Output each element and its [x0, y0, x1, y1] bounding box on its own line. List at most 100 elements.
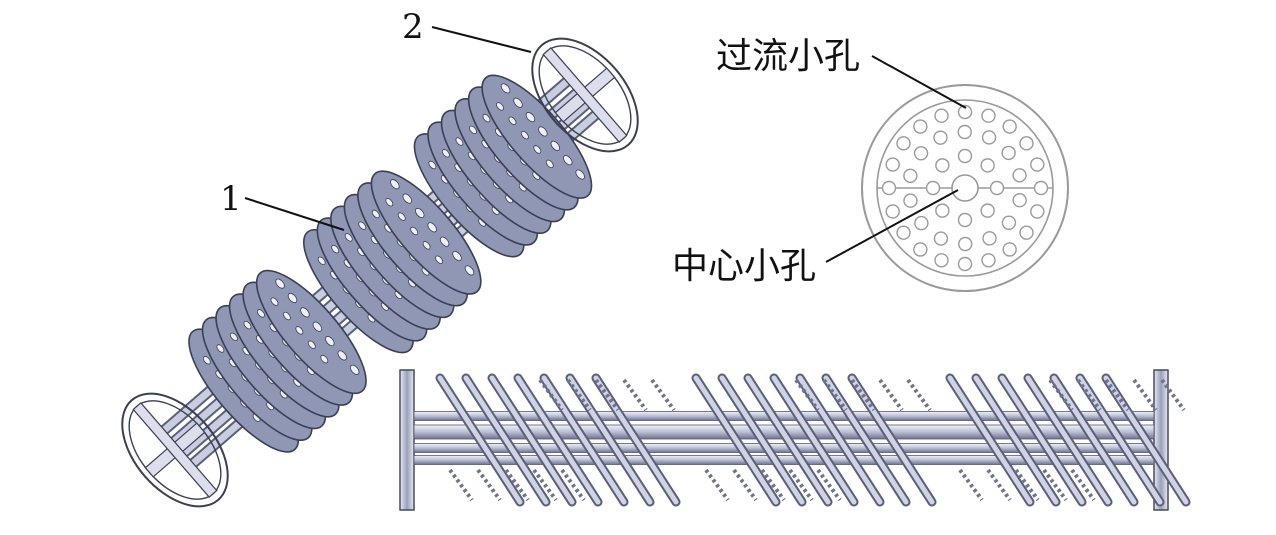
disc-hole	[575, 169, 585, 180]
disc-hole	[482, 113, 491, 123]
frame-strut	[542, 47, 628, 143]
disc-fragment	[566, 378, 592, 412]
disc-fragment	[1160, 378, 1186, 412]
disc-hole	[390, 179, 400, 190]
disc-fragment	[878, 378, 904, 412]
perforated-disc	[481, 74, 593, 199]
disc-body	[370, 170, 482, 295]
flow-hole	[1001, 145, 1016, 161]
flow-hole	[934, 108, 949, 123]
disc-hole	[229, 332, 238, 342]
frame-ring-outer	[121, 392, 229, 508]
disc-hole	[402, 193, 413, 204]
disc-fragment	[1076, 378, 1102, 412]
disc-fragment	[704, 468, 730, 502]
disc-fragment	[760, 468, 786, 502]
perforated-plate	[861, 84, 1069, 292]
disc-edge-highlight	[693, 375, 779, 505]
disc-hole	[469, 125, 477, 135]
disc-fragment	[1104, 378, 1130, 412]
flow-hole	[1002, 119, 1017, 134]
disc-fragment	[538, 378, 564, 412]
disc-fragment	[986, 468, 1012, 502]
disc-fragment	[622, 378, 648, 412]
perforated-disc	[255, 269, 367, 395]
disc-edge-highlight	[593, 375, 679, 505]
leader-line-center-hole	[825, 189, 959, 263]
disc-hole	[331, 244, 340, 254]
flow-hole	[934, 253, 949, 268]
disc-edge-highlight	[999, 375, 1085, 505]
disc-hole	[270, 297, 279, 306]
disc-fragment	[650, 378, 676, 412]
flow-hole	[913, 242, 928, 257]
disc-hole	[520, 130, 529, 140]
disc-body	[255, 269, 367, 395]
flow-hole	[935, 158, 950, 173]
disc-hole	[550, 140, 561, 151]
disc-edge-highlight	[463, 375, 549, 505]
end-plate-left	[399, 369, 415, 511]
disc-hole	[312, 321, 323, 332]
flow-hole	[903, 168, 918, 183]
disc-fragment	[1014, 468, 1040, 502]
disc-hole	[525, 112, 536, 123]
flow-hole	[885, 157, 900, 172]
flow-hole	[896, 136, 911, 151]
disc-hole	[275, 278, 285, 289]
disc-hole	[428, 160, 437, 170]
disc-fragment	[1048, 378, 1074, 412]
flow-hole	[957, 212, 973, 228]
flow-hole	[896, 225, 911, 240]
disc-edge-highlight	[515, 375, 601, 505]
frame-ring-outer	[531, 37, 639, 153]
disc-hole	[496, 102, 504, 111]
flow-hole	[980, 158, 995, 173]
disc-hole	[441, 149, 450, 158]
flow-hole	[903, 193, 918, 208]
disc-hole	[385, 198, 394, 207]
disc-edge-highlight	[437, 375, 523, 505]
disc-hole	[455, 137, 464, 146]
disc-hole	[500, 83, 511, 94]
disc-hole	[216, 344, 225, 353]
disc-fragment	[532, 468, 558, 502]
disc-hole	[427, 222, 437, 233]
flow-hole	[957, 124, 972, 140]
disc-fragment	[1042, 468, 1068, 502]
disc-hole	[397, 212, 406, 221]
disc-edge-highlight	[1025, 375, 1111, 505]
disc-edge-highlight	[489, 375, 575, 505]
side-rod	[413, 411, 1155, 421]
disc-hole	[513, 97, 523, 108]
disc-fragment	[794, 378, 820, 412]
part-label-1: 1	[220, 179, 242, 219]
disc-fragment	[788, 468, 814, 502]
flow-holes-label: 过流小孔	[716, 36, 860, 77]
side-view	[399, 369, 1191, 511]
disc-hole	[533, 145, 542, 154]
disc-body	[481, 74, 593, 199]
disc-edge-highlight	[947, 375, 1033, 505]
isometric-assembly	[121, 37, 639, 508]
disc-edge-highlight	[541, 375, 627, 505]
disc-edge-highlight	[771, 375, 857, 505]
flow-hole	[981, 253, 996, 268]
flow-hole	[885, 204, 900, 219]
flow-hole	[1002, 242, 1017, 257]
disc-hole	[317, 256, 326, 266]
disc-fragment	[958, 468, 984, 502]
flow-hole	[1012, 168, 1027, 183]
disc-hole	[300, 307, 310, 318]
disc-fragment	[504, 468, 530, 502]
flow-hole	[913, 146, 929, 161]
disc-hole	[439, 236, 450, 247]
disc-hole	[257, 309, 265, 318]
flow-hole	[957, 148, 973, 164]
disc-edge-highlight	[973, 375, 1059, 505]
disc-hole	[320, 354, 329, 364]
disc-hole	[307, 340, 316, 349]
disc-edge-highlight	[1051, 375, 1137, 505]
center-hole	[951, 174, 979, 202]
